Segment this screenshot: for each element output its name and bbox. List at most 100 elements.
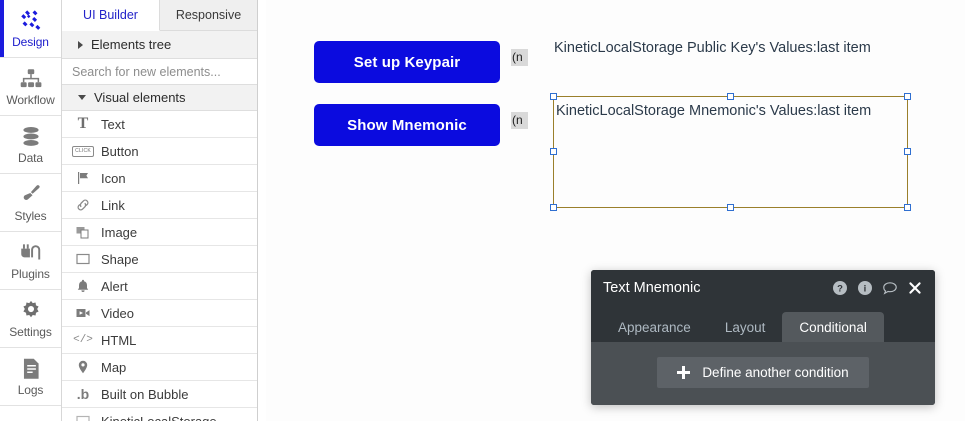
- rail-item-label: Styles: [14, 209, 47, 223]
- element-item-map[interactable]: Map: [62, 354, 257, 381]
- map-pin-icon: [74, 358, 92, 376]
- element-label: Button: [101, 143, 139, 159]
- alert-bell-icon: [74, 277, 92, 295]
- property-editor[interactable]: Text Mnemonic ? i Appear: [591, 270, 935, 405]
- tab-ui-builder[interactable]: UI Builder: [62, 0, 160, 31]
- tab-responsive[interactable]: Responsive: [160, 0, 257, 31]
- element-item-icon[interactable]: Icon: [62, 165, 257, 192]
- define-another-condition-button[interactable]: Define another condition: [657, 357, 869, 388]
- button-icon: CLICK: [72, 142, 94, 160]
- video-icon: [74, 304, 92, 322]
- element-label: HTML: [101, 332, 137, 348]
- property-editor-actions: ? i: [832, 280, 923, 296]
- bubble-logo-icon: .b: [76, 386, 90, 402]
- property-editor-body: Define another condition: [591, 342, 935, 405]
- flag-icon: [74, 169, 92, 187]
- element-item-text[interactable]: T Text: [62, 111, 257, 138]
- canvas-button-show-mnemonic[interactable]: Show Mnemonic: [314, 104, 500, 146]
- workflow-icon: [20, 69, 41, 88]
- rail-item-styles[interactable]: Styles: [0, 174, 61, 232]
- resize-handle-bottom-center[interactable]: [726, 204, 734, 211]
- shape-icon: [74, 250, 92, 268]
- rail-item-workflow[interactable]: Workflow: [0, 58, 61, 116]
- html-code-icon: </>: [73, 334, 93, 346]
- settings-icon: [22, 300, 39, 318]
- chevron-right-icon: [78, 40, 83, 49]
- link-icon: [74, 196, 92, 214]
- search-input[interactable]: [72, 64, 257, 79]
- visual-elements-section-toggle[interactable]: Visual elements: [62, 85, 257, 111]
- property-editor-title: Text Mnemonic: [603, 280, 701, 296]
- element-item-image[interactable]: Image: [62, 219, 257, 246]
- element-label: Shape: [101, 251, 139, 267]
- panel-tab-bar: UI Builder Responsive: [62, 0, 257, 31]
- rail-item-design[interactable]: Design: [0, 0, 61, 58]
- tab-layout[interactable]: Layout: [708, 312, 783, 342]
- element-label: Built on Bubble: [101, 386, 189, 402]
- element-label: KineticLocalStorage: [101, 413, 217, 421]
- element-item-built-on-bubble[interactable]: .b Built on Bubble: [62, 381, 257, 408]
- property-editor-header: Text Mnemonic ? i: [591, 270, 935, 306]
- resize-handle-middle-left[interactable]: [550, 148, 557, 155]
- tab-label: UI Builder: [83, 8, 138, 22]
- styles-icon: [23, 185, 40, 200]
- workflow-badge[interactable]: (n: [511, 112, 528, 129]
- element-item-link[interactable]: Link: [62, 192, 257, 219]
- rail-item-label: Design: [12, 35, 49, 49]
- rail-item-settings[interactable]: Settings: [0, 290, 61, 348]
- element-label: Alert: [101, 278, 128, 294]
- rail-item-plugins[interactable]: Plugins: [0, 232, 61, 290]
- data-icon: [22, 127, 39, 146]
- rail-item-logs[interactable]: Logs: [0, 348, 61, 406]
- rail-item-label: Workflow: [6, 93, 55, 107]
- element-item-alert[interactable]: Alert: [62, 273, 257, 300]
- resize-handle-bottom-left[interactable]: [550, 204, 557, 211]
- design-icon: [20, 10, 40, 30]
- svg-text:i: i: [864, 284, 867, 295]
- chevron-down-icon: [78, 95, 86, 100]
- tab-label: Appearance: [618, 319, 691, 335]
- element-item-shape[interactable]: Shape: [62, 246, 257, 273]
- tab-label: Layout: [724, 319, 766, 335]
- element-item-kineticlocalstorage[interactable]: KineticLocalStorage: [62, 408, 257, 421]
- elements-panel: UI Builder Responsive Elements tree Visu…: [62, 0, 258, 421]
- shape-icon: [74, 412, 92, 421]
- logs-icon: [23, 358, 39, 379]
- element-item-button[interactable]: CLICK Button: [62, 138, 257, 165]
- element-list: T Text CLICK Button Icon Link: [62, 111, 257, 421]
- elements-tree-toggle[interactable]: Elements tree: [62, 31, 257, 59]
- rail-item-label: Plugins: [11, 267, 50, 281]
- info-icon[interactable]: i: [857, 280, 873, 296]
- canvas-text-public-key[interactable]: KineticLocalStorage Public Key's Values:…: [554, 40, 871, 56]
- help-icon[interactable]: ?: [832, 280, 848, 296]
- comment-icon[interactable]: [882, 280, 898, 296]
- element-label: Text: [101, 116, 125, 132]
- workflow-badge[interactable]: (n: [511, 49, 528, 66]
- resize-handle-middle-right[interactable]: [904, 148, 911, 155]
- resize-handle-top-left[interactable]: [550, 93, 557, 100]
- element-item-video[interactable]: Video: [62, 300, 257, 327]
- element-label: Video: [101, 305, 135, 321]
- svg-text:?: ?: [837, 284, 843, 295]
- element-item-html[interactable]: </> HTML: [62, 327, 257, 354]
- resize-handle-top-right[interactable]: [904, 93, 911, 100]
- search-row: [62, 59, 257, 85]
- tab-label: Responsive: [175, 8, 242, 22]
- section-label: Visual elements: [94, 90, 186, 105]
- tab-label: Conditional: [799, 319, 867, 335]
- resize-handle-bottom-right[interactable]: [904, 204, 911, 211]
- tab-appearance[interactable]: Appearance: [601, 312, 708, 342]
- selected-element-frame[interactable]: KineticLocalStorage Mnemonic's Values:la…: [550, 93, 911, 211]
- left-icon-rail: Design Workflow Data: [0, 0, 62, 421]
- canvas-button-set-up-keypair[interactable]: Set up Keypair: [314, 41, 500, 83]
- element-label: Image: [101, 224, 138, 240]
- resize-handle-top-center[interactable]: [726, 93, 734, 100]
- canvas-text-mnemonic[interactable]: KineticLocalStorage Mnemonic's Values:la…: [556, 103, 872, 119]
- tab-conditional[interactable]: Conditional: [782, 312, 884, 342]
- define-condition-label: Define another condition: [702, 365, 849, 380]
- rail-item-data[interactable]: Data: [0, 116, 61, 174]
- element-label: Map: [101, 359, 127, 375]
- elements-tree-label: Elements tree: [91, 37, 172, 52]
- close-icon[interactable]: [907, 280, 923, 296]
